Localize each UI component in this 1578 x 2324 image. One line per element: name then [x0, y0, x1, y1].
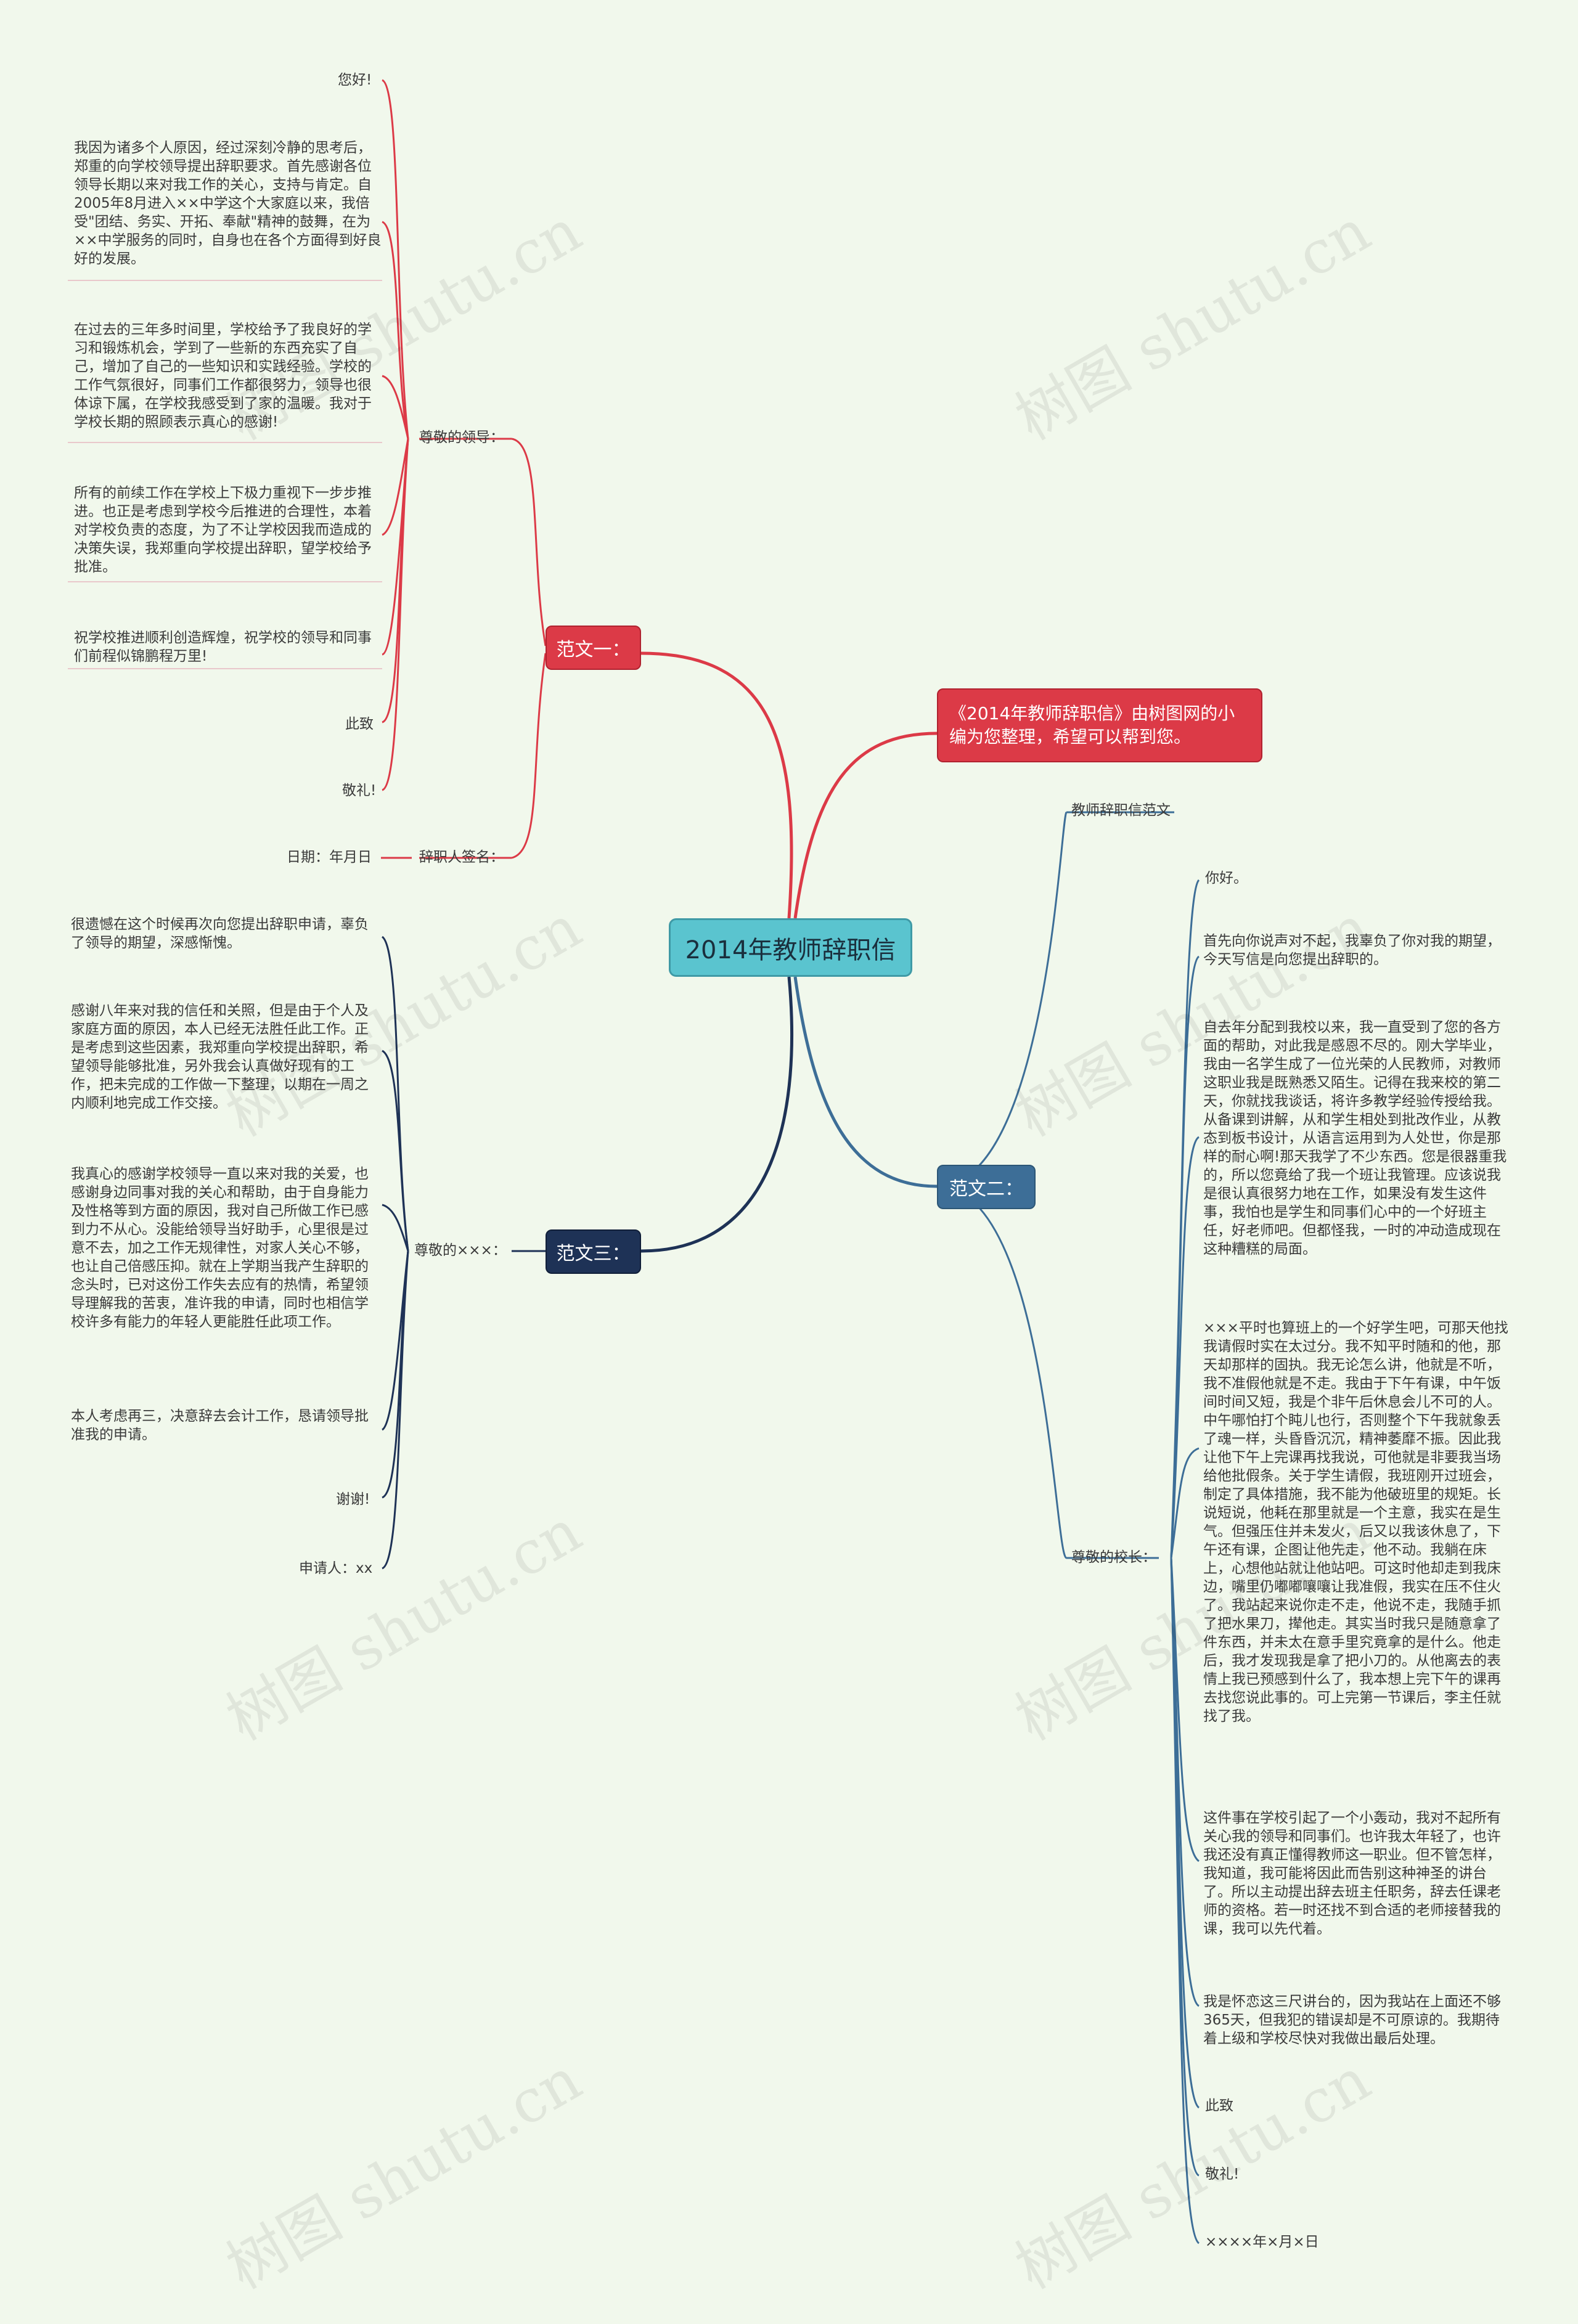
signer-node[interactable]: 辞职人签名：: [419, 849, 504, 865]
leaf-paragraph[interactable]: 我是怀恋这三尺讲台的，因为我站在上面还不够365天，但我犯的错误却是不可原谅的。…: [1203, 1994, 1501, 2047]
leaf-paragraph[interactable]: 自去年分配到我校以来，我一直受到了您的各方面的帮助，对此我是感恩不尽的。刚大学毕…: [1203, 1019, 1507, 1257]
leaf-paragraph[interactable]: 我真心的感谢学校领导一直以来对我的关爱，也感谢身边同事对我的关心和帮助，由于自身…: [71, 1166, 369, 1330]
branch-fanwen-1[interactable]: 范文一：: [546, 626, 641, 670]
leaf-thanks[interactable]: 谢谢!: [336, 1491, 370, 1507]
branch-fanwen-3-label: 范文三：: [556, 1243, 631, 1265]
leaf-greeting[interactable]: 你好。: [1205, 870, 1248, 886]
leaf-paragraph[interactable]: 感谢八年来对我的信任和关照，但是由于个人及家庭方面的原因，本人已经无法胜任此工作…: [71, 1003, 369, 1111]
leader-greeting-node[interactable]: 尊敬的领导：: [419, 430, 504, 446]
leaf-paragraph[interactable]: 本人考虑再三，决意辞去会计工作，恳请领导批准我的申请。: [71, 1408, 369, 1443]
leaf-paragraph[interactable]: 很遗憾在这个时候再次向您提出辞职申请，辜负了领导的期望，深感惭愧。: [71, 916, 369, 951]
branch-fanwen-2[interactable]: 范文二：: [937, 1165, 1036, 1209]
leaf-closing[interactable]: 此致: [1205, 2098, 1233, 2114]
leaf-salute[interactable]: 敬礼!: [342, 783, 377, 799]
leaf-paragraph[interactable]: 首先向你说声对不起，我辜负了你对我的期望，今天写信是向您提出辞职的。: [1203, 933, 1501, 968]
branch-fanwen-1-label: 范文一：: [556, 639, 631, 661]
branch-fanwen-2-label: 范文二：: [949, 1178, 1023, 1200]
date-leaf[interactable]: 日期：年月日: [287, 849, 372, 865]
leaf-paragraph[interactable]: 这件事在学校引起了一个小轰动，我对不起所有关心我的领导和同事们。也许我太年轻了，…: [1203, 1810, 1501, 1937]
leaf-greeting[interactable]: 您好!: [338, 72, 372, 88]
leaf-date[interactable]: ××××年×月×日: [1205, 2234, 1319, 2250]
intro-node-label: 《2014年教师辞职信》由树图网的小编为您整理，希望可以帮到您。: [949, 703, 1235, 747]
leaf-paragraph[interactable]: 在过去的三年多时间里，学校给予了我良好的学习和锻炼机会，学到了一些新的东西充实了…: [74, 322, 372, 430]
title-leaf[interactable]: 教师辞职信范文: [1071, 802, 1171, 818]
intro-node[interactable]: 《2014年教师辞职信》由树图网的小编为您整理，希望可以帮到您。: [937, 688, 1262, 762]
leaf-paragraph[interactable]: 祝学校推进顺利创造辉煌，祝学校的领导和同事们前程似锦鹏程万里!: [74, 630, 372, 664]
leaf-salute[interactable]: 敬礼!: [1205, 2166, 1240, 2182]
central-topic[interactable]: 2014年教师辞职信: [669, 918, 912, 977]
central-topic-label: 2014年教师辞职信: [685, 936, 896, 964]
leaf-closing[interactable]: 此致: [345, 716, 374, 732]
branch-fanwen-3[interactable]: 范文三：: [546, 1229, 641, 1274]
leaf-paragraph[interactable]: 所有的前续工作在学校上下极力重视下一步步推进。也正是考虑到学校今后推进的合理性，…: [74, 485, 372, 575]
leader-greeting-node[interactable]: 尊敬的×××：: [414, 1242, 507, 1258]
principal-greeting-node[interactable]: 尊敬的校长：: [1071, 1549, 1156, 1565]
leaf-applicant[interactable]: 申请人：xx: [299, 1560, 373, 1576]
leaf-paragraph[interactable]: 我因为诸多个人原因，经过深刻冷静的思考后，郑重的向学校领导提出辞职要求。首先感谢…: [74, 140, 382, 267]
leaf-paragraph[interactable]: ×××平时也算班上的一个好学生吧，可那天他找我请假时实在太过分。我不知平时随和的…: [1203, 1320, 1508, 1724]
